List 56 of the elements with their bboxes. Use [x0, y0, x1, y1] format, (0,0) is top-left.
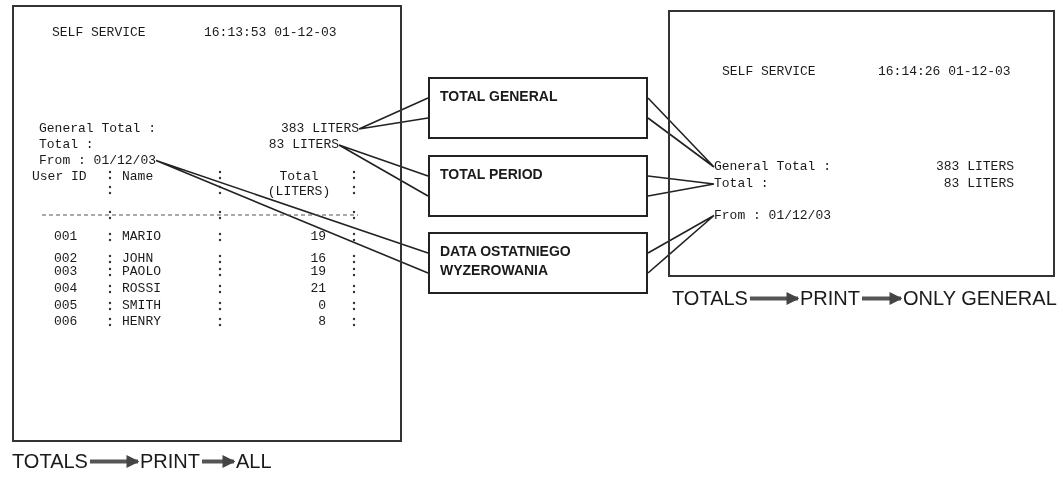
liters-value: 21 [310, 281, 326, 296]
field-name: General Total : [714, 159, 832, 174]
user-name: SMITH [122, 298, 161, 313]
leader-line [647, 97, 715, 168]
user-name: PAOLO [122, 264, 161, 279]
field-value: 83 LITERS [268, 137, 339, 152]
menu-step: ALL [236, 450, 272, 473]
field-value: 383 LITERS [936, 159, 1014, 174]
user-id: 001 [54, 229, 78, 244]
callout-box: DATA OSTATNIEGO WYZEROWANIA [428, 232, 648, 294]
leader-line [338, 144, 429, 197]
receipt-line: From : 01/12/03 [714, 208, 832, 223]
user-id: 002 [54, 251, 78, 266]
menu-step: TOTALS [672, 287, 748, 310]
column-header: Total (LITERS) [266, 169, 332, 199]
user-name: HENRY [122, 314, 161, 329]
leader-line [647, 175, 715, 197]
menu-step: PRINT [800, 287, 860, 310]
menu-step: TOTALS [12, 450, 88, 473]
user-name: ROSSI [122, 281, 161, 296]
field-value: 83 LITERS [943, 176, 1014, 191]
receipt-printout [668, 10, 1055, 277]
menu-step: ONLY GENERAL [903, 287, 1057, 310]
timestamp: 16:14:26 01-12-03 [878, 64, 1011, 79]
menu-step: PRINT [140, 450, 200, 473]
leader-line [647, 214, 715, 274]
field-name: General Total : [39, 121, 157, 136]
arrow [89, 455, 140, 468]
receipt-heading: SELF SERVICE [52, 25, 146, 40]
user-id: 006 [54, 314, 78, 329]
liters-value: 0 [318, 298, 326, 313]
arrow [862, 292, 903, 305]
column-header: User ID [32, 169, 87, 184]
leader-line [155, 159, 429, 274]
liters-value: 8 [318, 314, 326, 329]
user-name: MARIO [122, 229, 161, 244]
field-name: Total : [39, 137, 94, 152]
user-name: JOHN [122, 251, 154, 266]
column-header: Name [122, 169, 154, 184]
field-name: Total : [714, 176, 769, 191]
leader-line [358, 97, 429, 130]
callout-box: TOTAL PERIOD [428, 155, 648, 217]
receipt-line: From : 01/12/03 [39, 153, 157, 168]
liters-value: 19 [310, 264, 326, 279]
arrow [202, 455, 236, 468]
receipt-heading: SELF SERVICE [722, 64, 816, 79]
liters-value: 19 [310, 229, 326, 244]
timestamp: 16:13:53 01-12-03 [204, 25, 337, 40]
arrow [749, 292, 800, 305]
field-value: 383 LITERS [281, 121, 359, 136]
user-id: 003 [54, 264, 78, 279]
callout-box: TOTAL GENERAL [428, 77, 648, 139]
receipt-printout [12, 5, 402, 442]
user-id: 004 [54, 281, 78, 296]
liters-value: 16 [310, 251, 326, 266]
user-id: 005 [54, 298, 78, 313]
